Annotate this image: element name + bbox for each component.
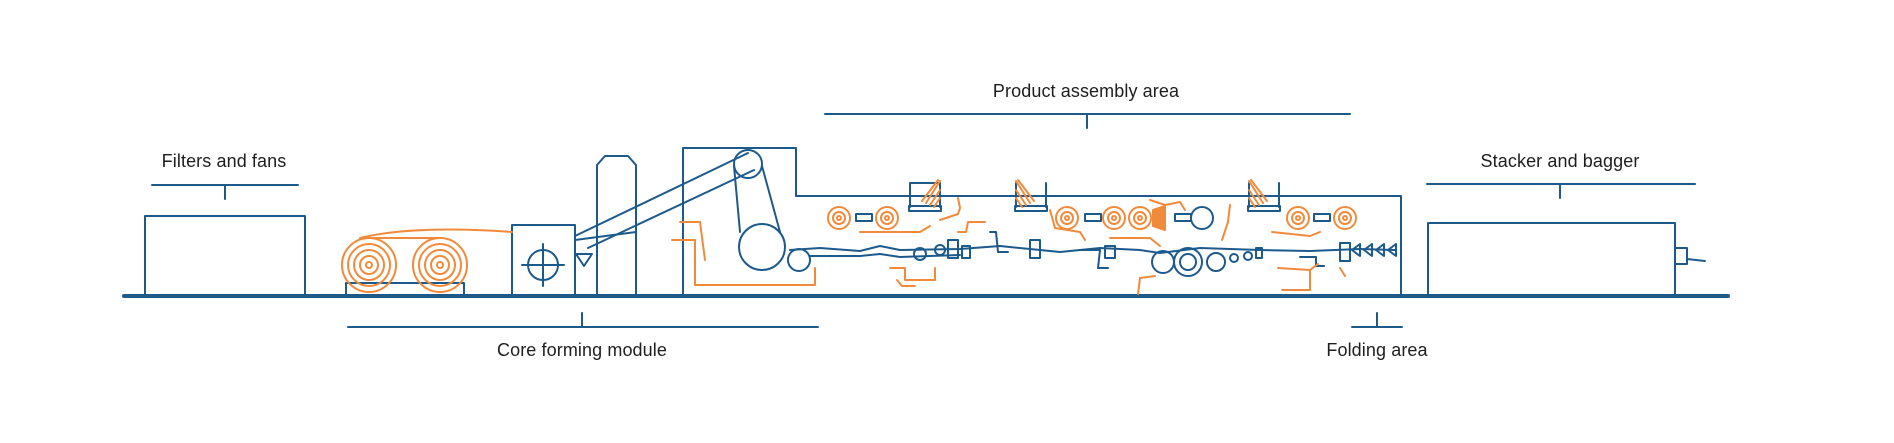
stacker-unit [1427,222,1676,297]
applicator-shape [1152,205,1166,231]
label-folding-area: Folding area [1326,340,1428,360]
roll-b3 [1128,206,1152,230]
hatch-1 [921,179,941,208]
core-bracket [347,312,819,328]
stacker-bracket [1426,183,1696,199]
dispenser-stand-2 [1014,182,1048,212]
pulp-roll-2 [412,237,468,293]
fiberizer-rotor [521,243,565,287]
roll-a2 [875,206,899,230]
fiberizer-box [511,224,576,297]
roll-b1 [1055,206,1079,230]
conveyor-parts [913,231,1351,277]
roll-b2 [1102,206,1126,230]
forming-housing [682,147,1402,297]
dispenser-stand-3 [1247,182,1281,212]
folding-bracket [1351,312,1403,328]
filters-bracket [151,184,299,200]
forming-drum [738,223,786,271]
label-stacker-and-bagger: Stacker and bagger [1480,151,1640,171]
label-product-assembly-area: Product assembly area [992,81,1180,101]
label-core-forming-module: Core forming module [497,340,667,360]
roll-a1 [827,206,851,230]
dispenser-wheel [1190,206,1214,230]
hatch-3 [1248,179,1268,208]
roll-stand [345,282,465,297]
hatch-2 [1015,179,1035,208]
stacker-outfeed [1674,247,1706,265]
roll-c2 [1333,206,1357,230]
funnel [575,253,593,267]
assembly-bracket [824,113,1351,129]
inclined-conveyor [574,152,755,249]
label-filters-and-fans: Filters and fans [161,151,287,171]
material-flow [341,179,1357,295]
roll-c1 [1286,206,1310,230]
top-roller [733,149,763,179]
folding-arrows [1351,243,1397,257]
filters-unit [144,215,306,297]
tower [596,155,637,297]
